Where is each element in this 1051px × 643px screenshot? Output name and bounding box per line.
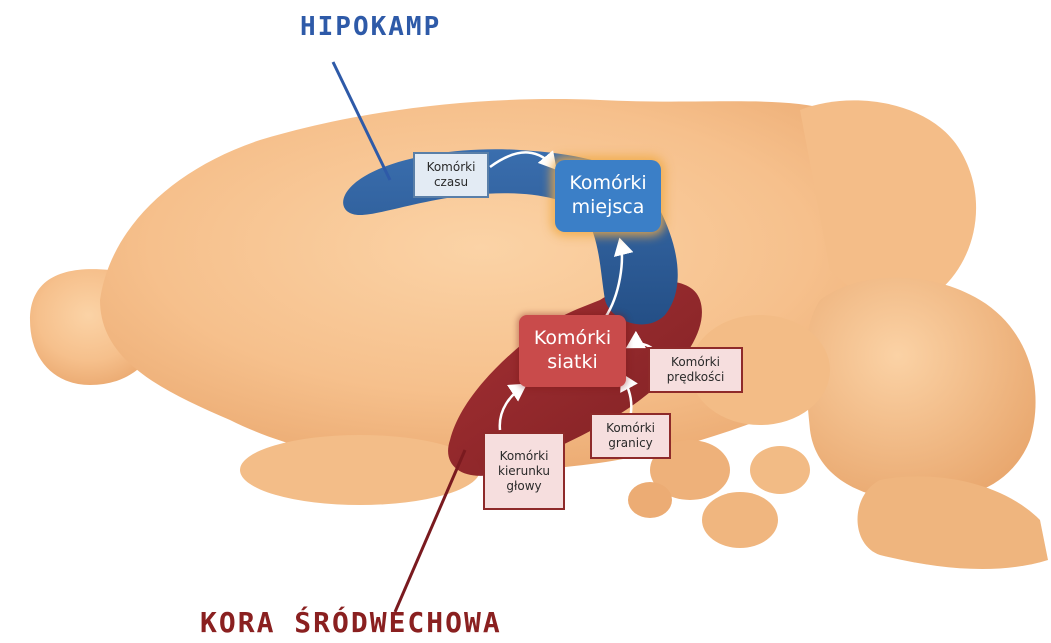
brainstem bbox=[858, 476, 1049, 569]
hypothalamus bbox=[240, 435, 480, 505]
hippocampus-title: HIPOKAMP bbox=[300, 12, 441, 42]
cerebellum bbox=[806, 278, 1036, 501]
place-cells-box: Komórki miejsca bbox=[555, 160, 661, 232]
border-cells-box: Komórki granicy bbox=[590, 413, 671, 459]
lower-lobe-3 bbox=[750, 446, 810, 494]
speed-cells-box: Komórki prędkości bbox=[648, 347, 743, 393]
lower-lobe-2 bbox=[702, 492, 778, 548]
lower-lobe-4 bbox=[628, 482, 672, 518]
entorhinal-title: KORA ŚRÓDWECHOWA bbox=[200, 606, 502, 639]
head-direction-cells-box: Komórki kierunku głowy bbox=[483, 432, 565, 510]
time-cells-box: Komórki czasu bbox=[413, 152, 489, 198]
grid-cells-box: Komórki siatki bbox=[519, 315, 626, 387]
